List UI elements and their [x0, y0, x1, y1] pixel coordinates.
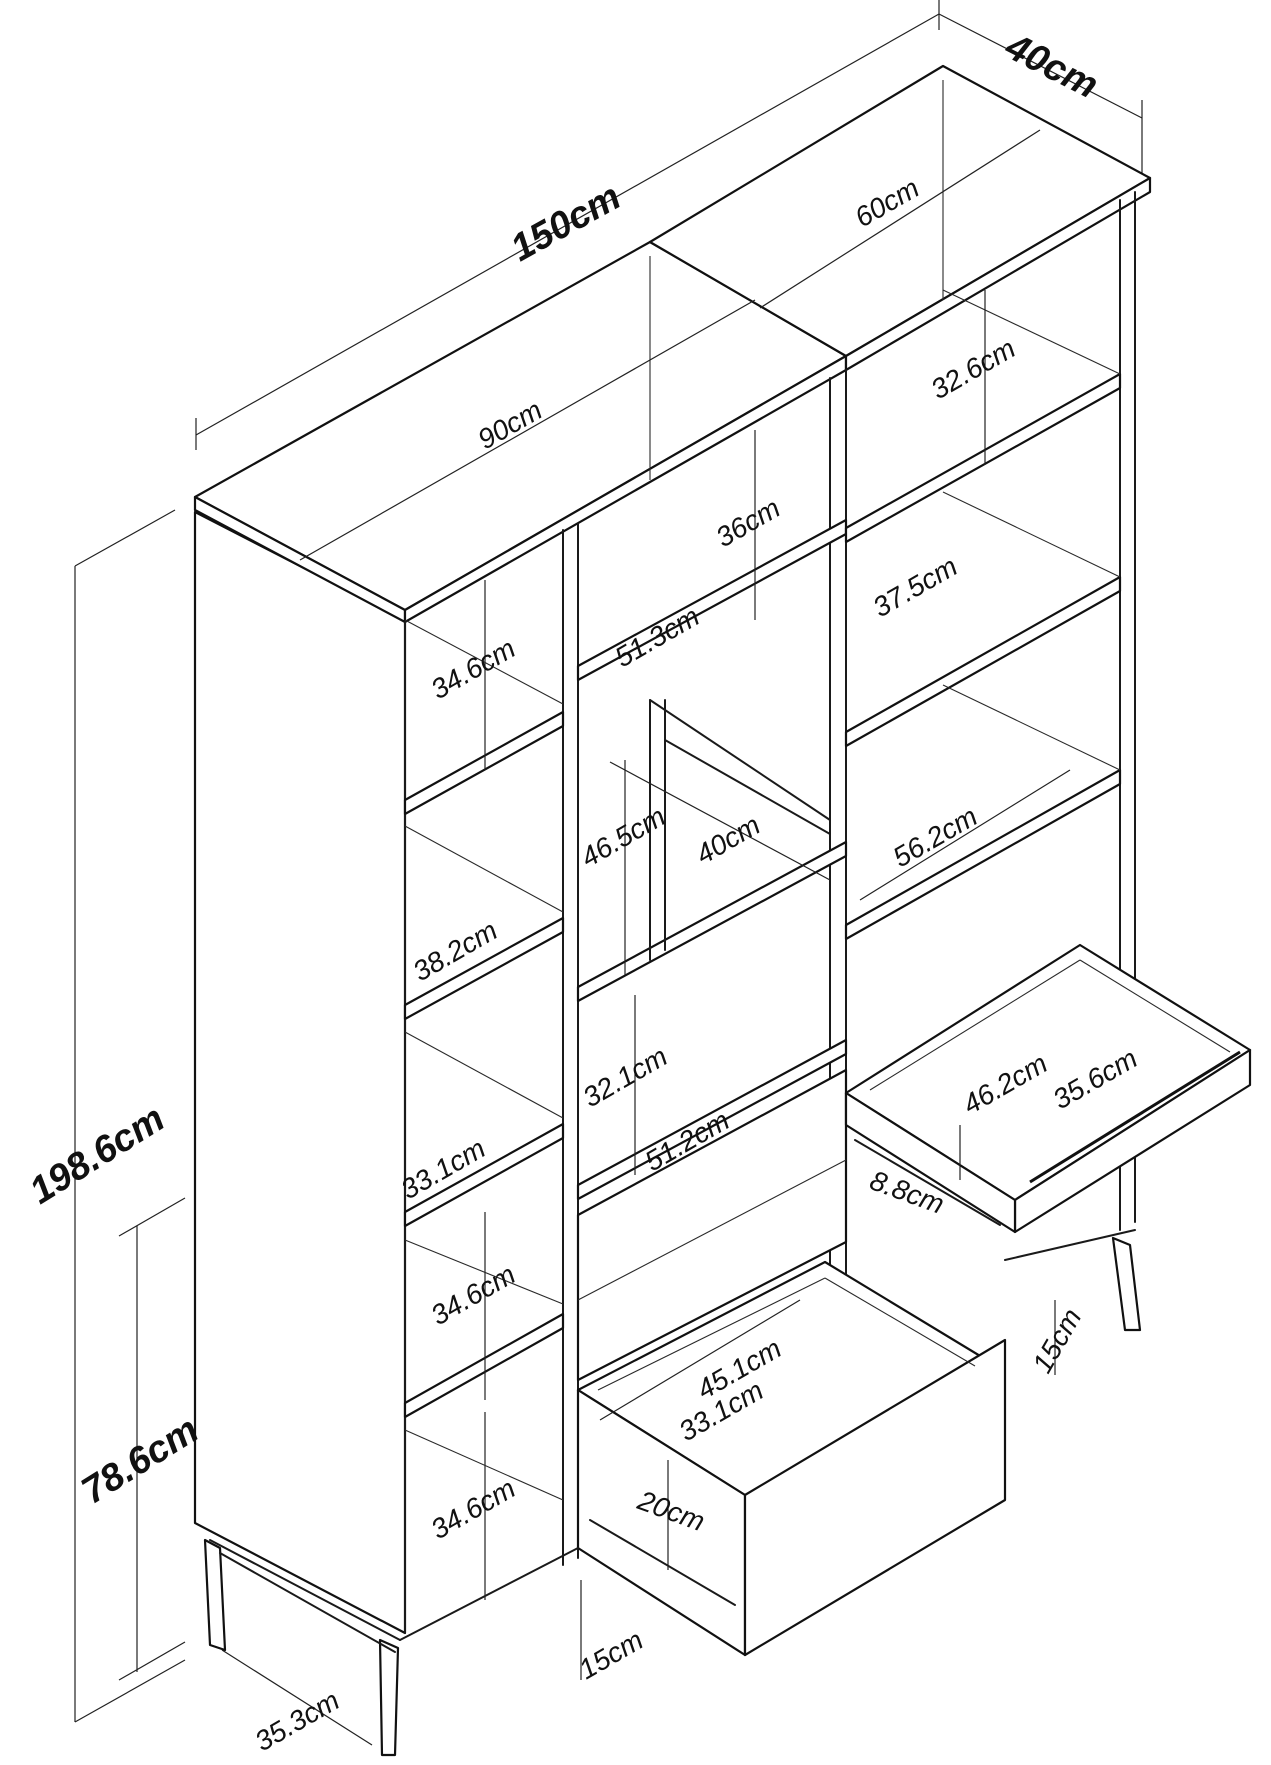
- left-depth-label: 35.3cm: [250, 1684, 345, 1757]
- middle-top-height-label: 36cm: [711, 492, 786, 553]
- left-shelf-4-label: 34.6cm: [426, 1258, 521, 1331]
- upper-drawer: [844, 943, 1252, 1234]
- overall-height-label: 198.6cm: [23, 1098, 172, 1213]
- overall-depth-label: 40cm: [998, 25, 1105, 107]
- middle-niche-depth-label: 40cm: [691, 809, 766, 870]
- cabinet-legs: [203, 1229, 1142, 1757]
- cabinet-body: [193, 64, 1152, 1635]
- middle-shelf-height-label: 32.1cm: [578, 1040, 673, 1113]
- inner-dimension-lines: [299, 129, 1071, 1680]
- left-column-shelves: [403, 619, 565, 1501]
- low-height-label: 78.6cm: [75, 1409, 207, 1513]
- middle-niche-height-label: 46.5cm: [576, 800, 671, 873]
- left-leg-label: 15cm: [574, 1624, 649, 1685]
- middle-top-width-label: 51.3cm: [610, 600, 705, 673]
- right-shelf-1-label: 32.6cm: [926, 332, 1021, 405]
- overall-width-label: 150cm: [504, 176, 628, 270]
- right-leg-label: 15cm: [1026, 1303, 1087, 1378]
- right-column-shelves: [844, 289, 1122, 941]
- lower-drawer: [576, 1260, 1007, 1657]
- overall-dimension-lines: [74, 0, 1143, 1746]
- left-shelf-1-label: 34.6cm: [426, 632, 521, 705]
- left-shelf-5-label: 34.6cm: [426, 1472, 521, 1545]
- middle-column-shelves: [576, 518, 848, 1382]
- right-shelf-2-label: 37.5cm: [868, 550, 963, 623]
